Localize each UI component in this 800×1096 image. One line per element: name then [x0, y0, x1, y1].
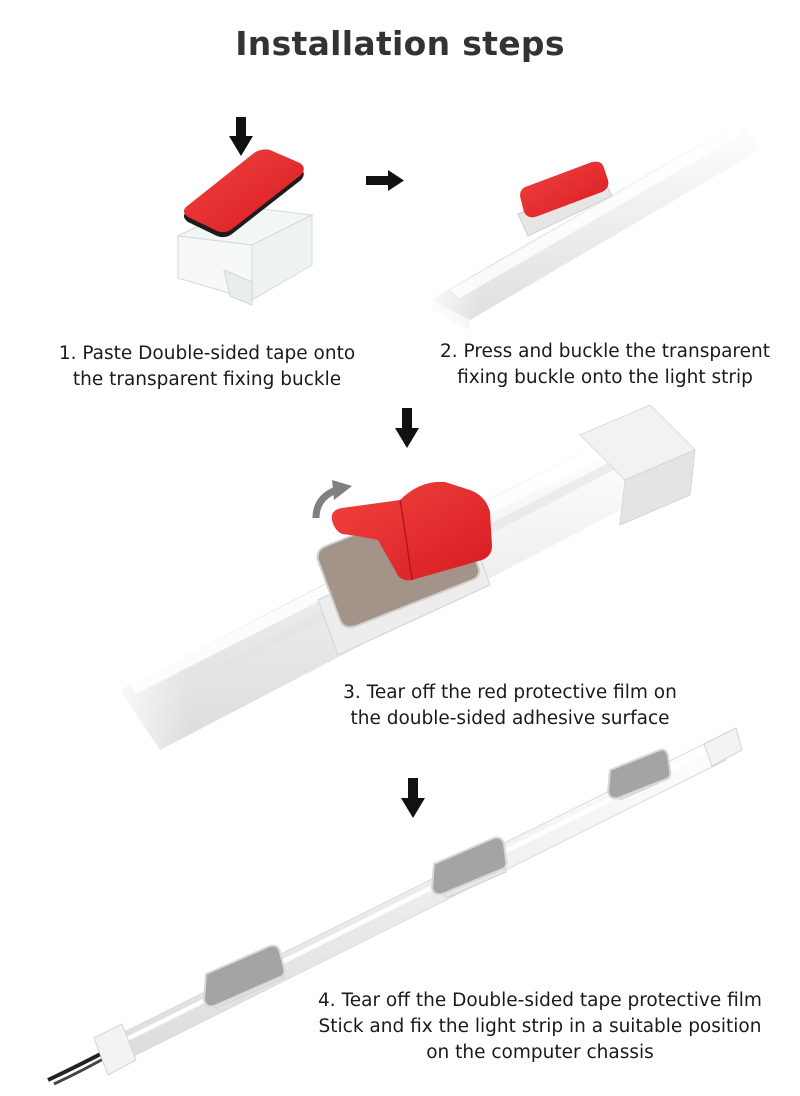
step1-line2: the transparent fixing buckle — [72, 369, 342, 390]
page-title: Installation steps — [235, 24, 565, 63]
red-protective-film — [331, 481, 492, 581]
step4-line1: 4. Tear off the Double-sided tape protec… — [318, 990, 762, 1011]
step1-line1: 1. Paste Double-sided tape onto — [58, 343, 356, 364]
curved-peel-arrow-icon — [312, 480, 352, 519]
arrow-down-icon — [401, 778, 425, 818]
step4-line3: on the computer chassis — [426, 1042, 654, 1063]
arrow-right-icon — [366, 170, 404, 191]
step4-line2: Stick and fix the light strip in a suita… — [318, 1016, 762, 1037]
step4-caption: 4. Tear off the Double-sided tape protec… — [286, 988, 794, 1066]
step2-line1: 2. Press and buckle the transparent — [440, 341, 770, 362]
step2-line2: fixing buckle onto the light strip — [457, 367, 753, 388]
step3-illustration — [100, 404, 696, 780]
fixing-buckle — [517, 161, 613, 237]
transparent-buckle — [176, 205, 314, 306]
step2-illustration — [420, 110, 760, 350]
buckle-with-tape — [202, 944, 286, 1009]
step3-line1: 3. Tear off the red protective film on — [343, 682, 677, 703]
buckle-with-tape — [430, 836, 508, 899]
step2-caption: 2. Press and buckle the transparent fixi… — [412, 339, 798, 391]
step1-illustration — [176, 117, 404, 306]
arrow-down-icon — [229, 117, 253, 156]
step4-illustration — [47, 727, 743, 1086]
step3-line2: the double-sided adhesive surface — [350, 708, 670, 729]
double-sided-tape — [183, 149, 304, 238]
buckle-with-tape — [606, 748, 672, 801]
arrow-down-icon — [395, 408, 419, 448]
strip-end-cap — [579, 404, 696, 526]
step3-caption: 3. Tear off the red protective film on t… — [300, 680, 720, 732]
step1-caption: 1. Paste Double-sided tape onto the tran… — [22, 341, 392, 393]
